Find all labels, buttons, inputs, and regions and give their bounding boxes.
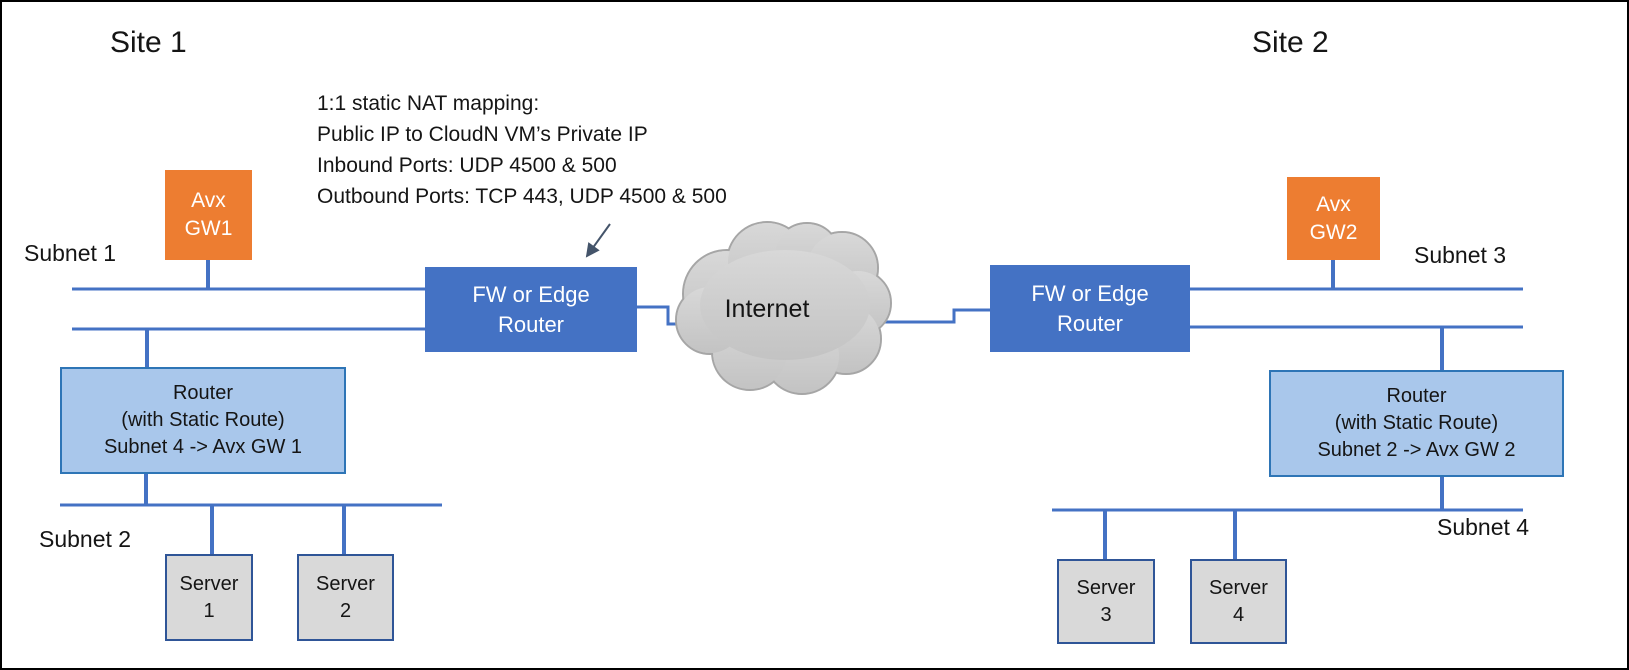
server3-label: Server xyxy=(1076,576,1136,599)
router1-node: Router (with Static Route) Subnet 4 -> A… xyxy=(60,367,346,474)
router1-label-line2: (with Static Route) xyxy=(121,409,285,431)
subnet4-label: Subnet 4 xyxy=(1437,514,1530,540)
internet-to-fw2-line xyxy=(882,308,990,324)
fw1-label-line2: Router xyxy=(497,311,565,337)
avx-gw2-node: Avx GW2 xyxy=(1287,177,1380,260)
fw2-label-line2: Router xyxy=(1056,310,1124,336)
server3-node: Server 3 xyxy=(1057,559,1155,644)
server2-number: 2 xyxy=(339,599,352,622)
internet-cloud-fill xyxy=(677,223,890,393)
subnet1-label: Subnet 1 xyxy=(24,240,117,266)
avx-gw2-label-line1: Avx xyxy=(1316,192,1351,216)
router2-node: Router (with Static Route) Subnet 2 -> A… xyxy=(1269,370,1564,477)
avx-gw1-node: Avx GW1 xyxy=(165,170,252,260)
server4-node: Server 4 xyxy=(1190,559,1287,644)
server1-node: Server 1 xyxy=(165,554,253,641)
site2-title: Site 2 xyxy=(1252,26,1329,59)
router2-label-line1: Router xyxy=(1386,385,1447,407)
site1-title: Site 1 xyxy=(110,26,187,59)
subnet3-label: Subnet 3 xyxy=(1414,242,1507,268)
router1-label-line1: Router xyxy=(172,382,234,404)
nat-note-line2: Public IP to CloudN VM’s Private IP xyxy=(317,123,648,146)
fw-edge-router1-node: FW or Edge Router xyxy=(425,267,637,352)
nat-note-line4: Outbound Ports: TCP 443, UDP 4500 & 500 xyxy=(317,185,727,208)
avx-gw1-label-line1: Avx xyxy=(191,189,226,212)
avx-gw1-label-line2: GW1 xyxy=(184,217,233,240)
server2-node: Server 2 xyxy=(297,554,394,641)
nat-note: 1:1 static NAT mapping: Public IP to Clo… xyxy=(317,88,727,212)
server1-number: 1 xyxy=(203,599,215,622)
server1-label: Server xyxy=(179,572,239,595)
nat-note-arrow xyxy=(585,223,611,258)
server4-number: 4 xyxy=(1232,603,1245,626)
fw-edge-router2-node: FW or Edge Router xyxy=(990,265,1190,352)
nat-note-line1: 1:1 static NAT mapping: xyxy=(317,92,540,115)
subnet2-label: Subnet 2 xyxy=(39,526,132,552)
fw1-label-line1: FW or Edge xyxy=(472,281,590,307)
nat-note-line3: Inbound Ports: UDP 4500 & 500 xyxy=(317,154,617,177)
internet-label: Internet xyxy=(724,295,810,323)
router1-label-line3: Subnet 4 -> Avx GW 1 xyxy=(103,436,303,458)
server2-label: Server xyxy=(316,572,375,595)
router2-label-line3: Subnet 2 -> Avx GW 2 xyxy=(1317,439,1516,461)
router2-label-line2: (with Static Route) xyxy=(1334,412,1499,434)
avx-gw2-label-line2: GW2 xyxy=(1309,220,1358,244)
server4-label: Server xyxy=(1209,576,1268,599)
fw2-label-line1: FW or Edge xyxy=(1031,280,1149,306)
server3-number: 3 xyxy=(1100,603,1112,626)
